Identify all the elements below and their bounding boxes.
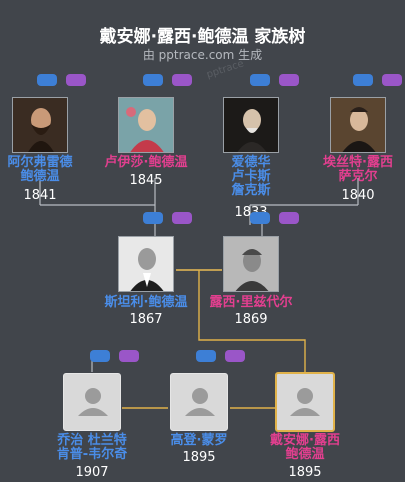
portrait-p8[interactable] — [170, 373, 228, 431]
connector-gold-down — [198, 270, 306, 372]
mother-link-p7[interactable] — [119, 350, 139, 362]
father-link-p3[interactable] — [250, 74, 270, 86]
birth-year-p9: 1895 — [288, 465, 322, 480]
person-name-p5[interactable]: 斯坦利·鲍德温 — [104, 295, 188, 310]
avatar-placeholder-icon — [78, 388, 108, 416]
father-link-p5[interactable] — [143, 212, 163, 224]
portrait-icon — [119, 98, 173, 152]
mother-link-p6[interactable] — [279, 212, 299, 224]
page-title: 戴安娜·露西·鲍德温 家族树 — [99, 27, 306, 47]
portrait-p1[interactable] — [12, 97, 68, 153]
person-name-p8[interactable]: 高登·蒙罗 — [170, 433, 228, 448]
father-link-p6[interactable] — [250, 212, 270, 224]
birth-year-p4: 1840 — [341, 188, 375, 203]
portrait-p4[interactable] — [330, 97, 386, 153]
birth-year-p8: 1895 — [182, 450, 216, 465]
portrait-p9[interactable] — [275, 372, 335, 432]
portrait-p7[interactable] — [63, 373, 121, 431]
birth-year-p1: 1841 — [23, 188, 57, 203]
father-link-p1[interactable] — [37, 74, 57, 86]
father-link-p4[interactable] — [353, 74, 373, 86]
person-name-p4[interactable]: 埃丝特·露西 萨克尔 — [323, 155, 393, 184]
birth-year-p2: 1845 — [129, 173, 163, 188]
portrait-icon — [331, 98, 385, 152]
birth-year-p6: 1869 — [234, 312, 268, 327]
mother-link-p3[interactable] — [279, 74, 299, 86]
person-name-p6[interactable]: 露西·里兹代尔 — [209, 295, 293, 310]
mother-link-p5[interactable] — [172, 212, 192, 224]
mother-link-p8[interactable] — [225, 350, 245, 362]
person-name-p3[interactable]: 爱德华 卢卡斯 詹克斯 — [231, 155, 271, 198]
avatar-placeholder-icon — [290, 388, 320, 416]
mother-link-p1[interactable] — [66, 74, 86, 86]
portrait-icon — [119, 237, 173, 291]
portrait-p2[interactable] — [118, 97, 174, 153]
portrait-icon — [224, 237, 278, 291]
person-name-p1[interactable]: 阿尔弗雷德 鲍德温 — [7, 155, 73, 184]
portrait-p5[interactable] — [118, 236, 174, 292]
father-link-p7[interactable] — [90, 350, 110, 362]
mother-link-p2[interactable] — [172, 74, 192, 86]
page-subtitle: 由 pptrace.com 生成 — [142, 48, 263, 62]
father-link-p2[interactable] — [143, 74, 163, 86]
person-name-p9[interactable]: 戴安娜·露西 鲍德温 — [270, 433, 340, 462]
person-name-p7[interactable]: 乔治 杜兰特 肯普-韦尔奇 — [56, 433, 128, 462]
portrait-icon — [224, 98, 278, 152]
father-link-p8[interactable] — [196, 350, 216, 362]
portrait-p6[interactable] — [223, 236, 279, 292]
portrait-icon — [13, 98, 67, 152]
person-name-p2[interactable]: 卢伊莎·鲍德温 — [104, 155, 188, 170]
avatar-placeholder-icon — [185, 388, 215, 416]
mother-link-p4[interactable] — [382, 74, 402, 86]
birth-year-p7: 1907 — [75, 465, 109, 480]
birth-year-p5: 1867 — [129, 312, 163, 327]
portrait-p3[interactable] — [223, 97, 279, 153]
